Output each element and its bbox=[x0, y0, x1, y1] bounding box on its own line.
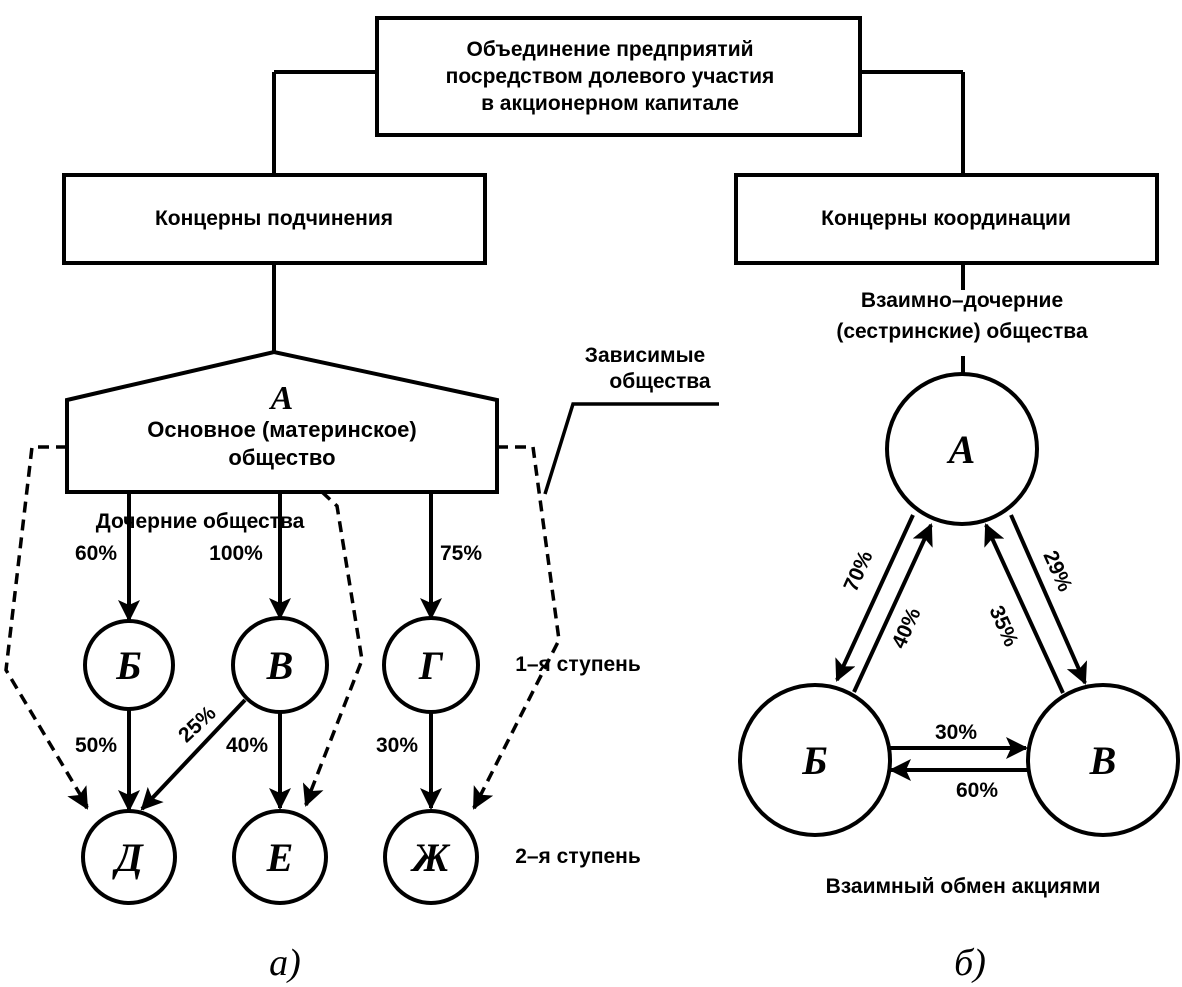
edge-b-v-a-label: 35% bbox=[984, 602, 1022, 650]
node-b-b-label: Б bbox=[801, 738, 827, 783]
right-branch-box: Концерны координации bbox=[734, 173, 1159, 265]
node-d-label: Д bbox=[111, 835, 144, 880]
parent-title-line1: Основное (материнское) bbox=[147, 417, 416, 442]
node-zh-label: Ж bbox=[410, 835, 451, 880]
dashed-a-e bbox=[305, 490, 364, 802]
parent-letter: А bbox=[269, 380, 294, 417]
edge-a-v-label: 100% bbox=[209, 542, 263, 565]
top-connectors bbox=[272, 70, 965, 375]
node-b-v-circle bbox=[1026, 683, 1180, 837]
dashed-a-zh bbox=[472, 445, 561, 809]
parent-title-line2: общество bbox=[228, 445, 335, 470]
parent-company-box: А Основное (материнское) общество bbox=[65, 349, 499, 494]
root-box: Объединение предприятий посредством доле… bbox=[375, 16, 862, 137]
level2-label: 2–я ступень bbox=[515, 845, 641, 868]
edge-v-e-label: 40% bbox=[226, 734, 268, 757]
root-title-line3: в акционерном капитале bbox=[481, 92, 739, 115]
edge-b-b-to-a bbox=[852, 523, 933, 693]
node-e-circle bbox=[232, 809, 328, 905]
exchange-label: Взаимный обмен акциями bbox=[826, 875, 1101, 898]
edge-b-a-to-v bbox=[1009, 514, 1088, 685]
right-branch-title: Концерны координации bbox=[821, 207, 1071, 230]
panel-b-label: б) bbox=[954, 942, 986, 984]
node-g-label: Г bbox=[418, 643, 444, 688]
edge-b-v-to-a bbox=[984, 523, 1065, 694]
root-title-line2: посредством долевого участия bbox=[446, 65, 775, 88]
edge-b-v-b-label: 60% bbox=[956, 779, 998, 802]
node-e-label: Е bbox=[266, 835, 294, 880]
node-d-circle bbox=[81, 809, 177, 905]
edge-g-zh-label: 30% bbox=[376, 734, 418, 757]
edge-b-d-label: 50% bbox=[75, 734, 117, 757]
edge-a-g-label: 75% bbox=[440, 542, 482, 565]
node-b-label: Б bbox=[115, 643, 141, 688]
node-v-label: В bbox=[266, 643, 294, 688]
left-branch-title: Концерны подчинения bbox=[155, 207, 393, 230]
node-b-a-circle bbox=[885, 372, 1039, 526]
left-branch-box: Концерны подчинения bbox=[62, 173, 487, 265]
edge-a-b-label: 60% bbox=[75, 542, 117, 565]
level1-label: 1–я ступень bbox=[515, 653, 641, 676]
dashed-a-d bbox=[4, 445, 89, 807]
edge-b-a-to-b bbox=[835, 514, 915, 682]
sister-label-line2: (сестринские) общества bbox=[836, 320, 1088, 343]
edge-b-b-v-label: 30% bbox=[935, 721, 977, 744]
sister-label-line1: Взаимно–дочерние bbox=[861, 289, 1063, 312]
edge-v-d-label: 25% bbox=[174, 701, 221, 747]
dependent-label-line2: общества bbox=[609, 370, 711, 393]
dependent-pointer-line bbox=[543, 402, 719, 495]
node-zh-circle bbox=[383, 809, 479, 905]
subsidiaries-label: Дочерние общества bbox=[96, 510, 305, 533]
panel-a-label: а) bbox=[269, 942, 301, 984]
node-b-a-label: А bbox=[946, 427, 976, 472]
dependent-label-line1: Зависимые bbox=[585, 344, 705, 367]
node-b-v-label: В bbox=[1089, 738, 1117, 783]
edge-v-d bbox=[140, 698, 247, 811]
edge-b-a-b-label: 70% bbox=[839, 547, 877, 595]
root-title-line1: Объединение предприятий bbox=[466, 38, 753, 61]
